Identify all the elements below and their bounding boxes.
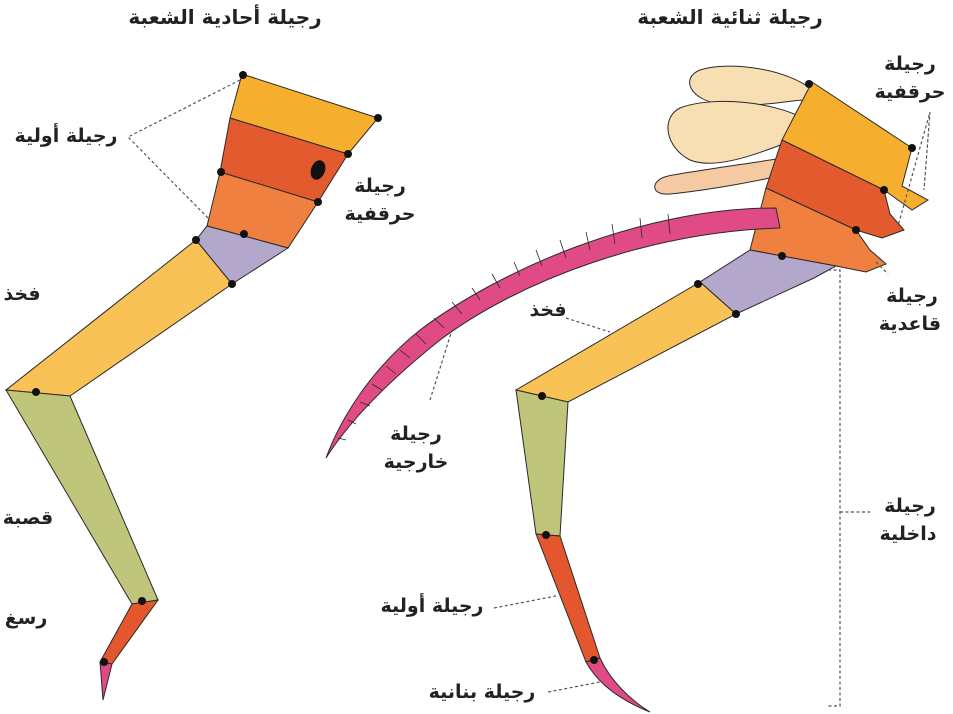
right-joint bbox=[880, 186, 888, 194]
right-joint bbox=[852, 226, 860, 234]
right-joint bbox=[732, 310, 740, 318]
right-dactyl-leader bbox=[547, 681, 601, 693]
right-protopodite-label: رجيلة أولية bbox=[380, 593, 483, 617]
right-title: رجيلة ثنائية الشعبة bbox=[637, 5, 823, 29]
right-epipodite-top bbox=[689, 65, 813, 106]
right-joint bbox=[542, 531, 550, 539]
right-epipodite-lower bbox=[654, 155, 796, 195]
right-joint bbox=[778, 252, 786, 260]
uniramous-limb bbox=[4, 71, 382, 701]
right-basal-leader bbox=[875, 261, 889, 275]
right-tibia-segment bbox=[515, 389, 569, 537]
left-joint bbox=[217, 168, 225, 176]
left-joint bbox=[100, 658, 108, 666]
right-dactyl-label: رجيلة بنانية bbox=[429, 681, 536, 703]
right-exopodite-label-line1: رجيلة bbox=[390, 423, 442, 445]
left-joint bbox=[228, 280, 236, 288]
left-joint bbox=[314, 198, 322, 206]
biramous-limb bbox=[325, 65, 929, 713]
left-title: رجيلة أحادية الشعبة bbox=[128, 3, 321, 29]
right-joint bbox=[805, 80, 813, 88]
left-joint bbox=[374, 114, 382, 122]
left-tarsus-label: رسغ bbox=[5, 607, 48, 629]
right-joint bbox=[694, 280, 702, 288]
right-protopodite-leader bbox=[493, 595, 557, 609]
right-protopodite-segment bbox=[535, 533, 601, 663]
left-joint bbox=[192, 236, 200, 244]
left-joint bbox=[239, 71, 247, 79]
left-joint bbox=[138, 597, 146, 605]
left-femur-label: فخذ bbox=[3, 283, 40, 305]
left-joint bbox=[32, 388, 40, 396]
right-podomere-label-line2: حرقفية bbox=[875, 81, 946, 103]
right-joint bbox=[590, 656, 598, 664]
right-femur-leader bbox=[565, 317, 611, 333]
right-dactyl-segment bbox=[585, 657, 651, 713]
left-podomere-spot bbox=[310, 160, 326, 180]
right-basal-label-line1: رجيلة bbox=[886, 285, 938, 307]
right-exopodite-leader bbox=[429, 329, 453, 401]
left-femur-segment bbox=[4, 239, 233, 397]
left-tarsus-segment bbox=[99, 599, 160, 665]
right-joint bbox=[908, 144, 916, 152]
left-podomere-label-line2: حرقفية bbox=[345, 203, 416, 225]
right-endopodite-label-line1: رجيلة bbox=[884, 495, 936, 517]
right-endopodite-bracket bbox=[828, 269, 841, 707]
right-endopodite-label-line2: داخلية bbox=[880, 523, 937, 545]
right-epipodite-middle bbox=[667, 100, 813, 164]
left-joint bbox=[344, 150, 352, 158]
right-joint bbox=[538, 392, 546, 400]
left-joint bbox=[240, 230, 248, 238]
right-podomere-leader bbox=[897, 111, 931, 227]
left-tibia-segment bbox=[5, 389, 159, 605]
right-exopodite-label-line2: خارجية bbox=[384, 451, 449, 473]
left-protopodite-label: رجيلة أولية bbox=[14, 123, 117, 147]
left-claw-segment bbox=[99, 661, 113, 701]
right-exopodite-rings bbox=[337, 213, 671, 441]
left-podomere-label-line1: رجيلة bbox=[354, 175, 406, 197]
right-podomere-label-line1: رجيلة bbox=[884, 53, 936, 75]
right-exopodite bbox=[325, 207, 781, 459]
right-femur-label: فخذ bbox=[529, 299, 566, 321]
left-tibia-label: قصبة bbox=[3, 507, 53, 529]
right-basal-label-line2: قاعدية bbox=[879, 313, 941, 335]
